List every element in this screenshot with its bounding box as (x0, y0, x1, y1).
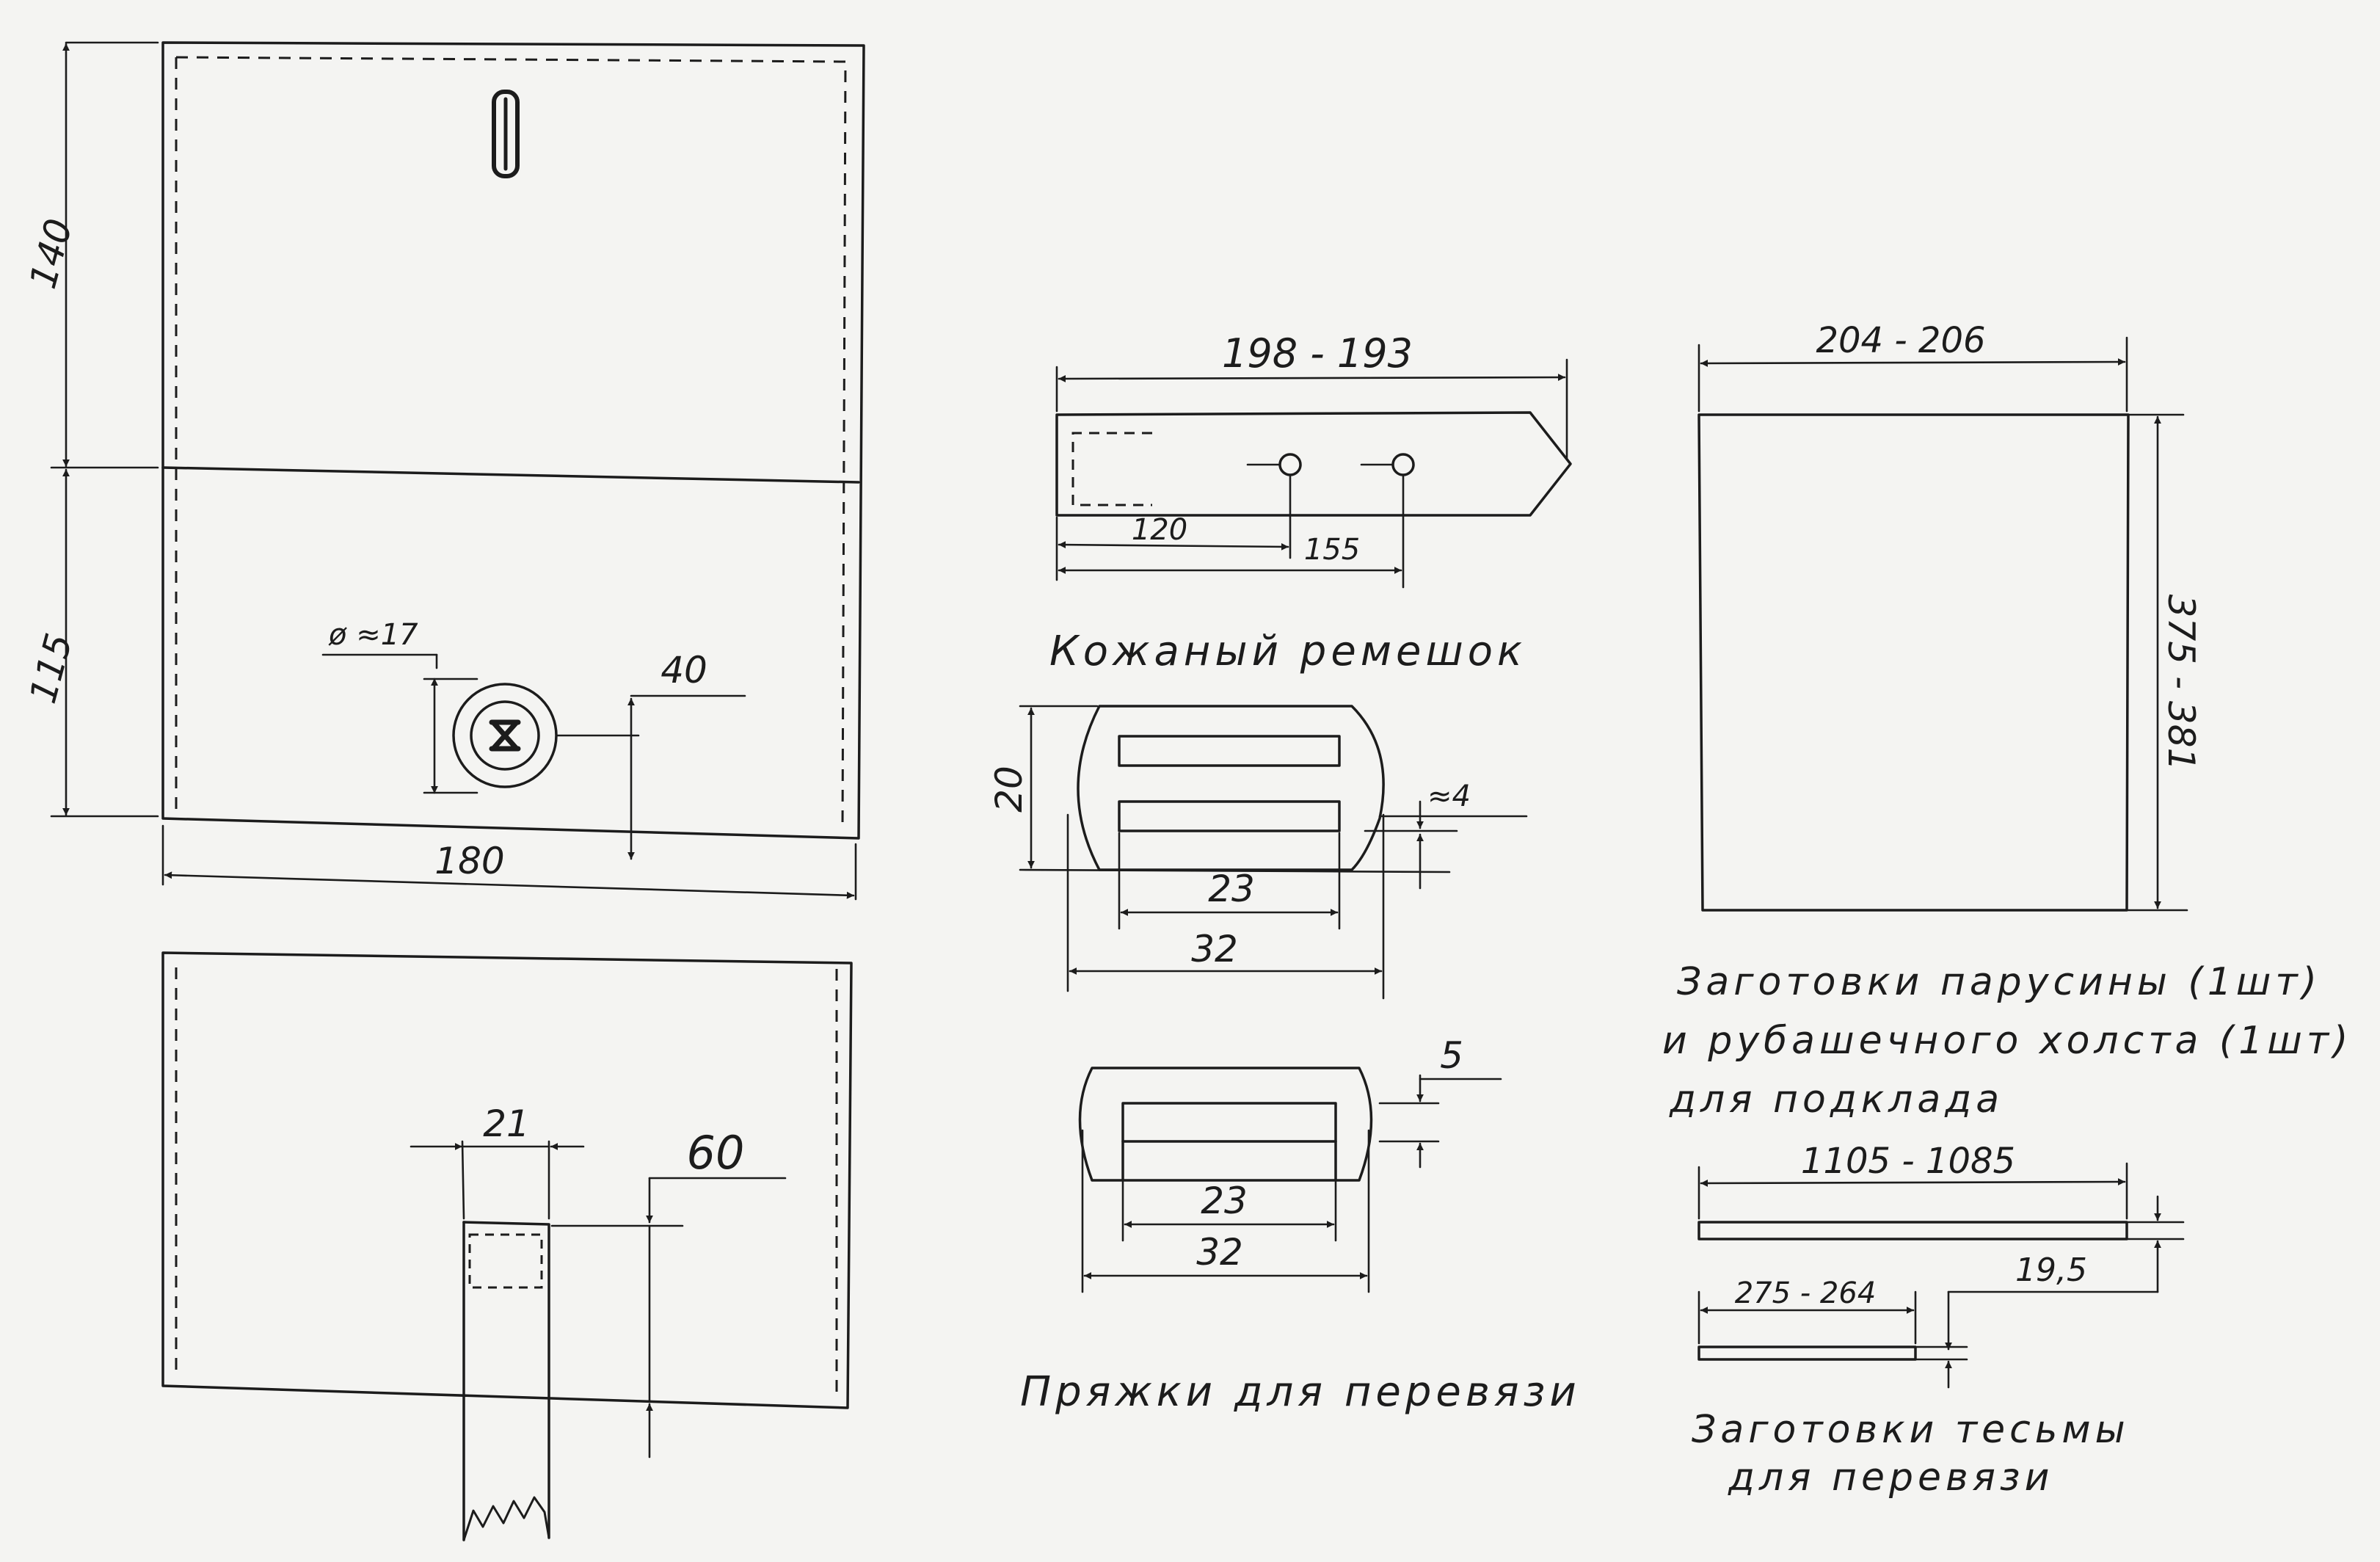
dim-lining-width: 204 - 206 (1816, 320, 1985, 361)
dim-button-offset: 40 (660, 649, 707, 691)
dim-buckle2-inner: 23 (1201, 1180, 1248, 1222)
dim-buckle-inner: 23 (1208, 868, 1255, 910)
dim-height-lower: 115 (21, 629, 81, 708)
lining-caption-line1: Заготовки парусины (1шт) (1677, 960, 2321, 1004)
dim-tape-long: 1105 - 1085 (1801, 1141, 2015, 1182)
leather-strap-caption: Кожаный ремешок (1049, 628, 1526, 675)
tape-blanks: 1105 - 1085 19,5 275 - 264 Заготовки тес… (1692, 1141, 2185, 1500)
dim-buckle-slot: ≈4 (1427, 780, 1471, 813)
lining-blank: 204 - 206 375 - 381 Заготовки парусины (… (1662, 320, 2352, 1122)
tape-caption-line2: для перевязи (1728, 1456, 2053, 1500)
dim-height-upper: 140 (21, 214, 81, 293)
lining-caption-line2: и рубашечного холста (1шт) (1662, 1019, 2352, 1063)
dim-buckle2-bar: 5 (1440, 1034, 1463, 1077)
dim-strap-length: 198 - 193 (1222, 330, 1413, 377)
dim-strap-offset: 60 (687, 1126, 745, 1180)
dim-lining-height: 375 - 381 (2160, 595, 2202, 771)
tape-caption-line1: Заготовки тесьмы (1692, 1408, 2130, 1452)
dim-buckle-height: 20 (988, 766, 1030, 813)
buckle-2: 5 23 32 Пряжки для перевязи (1020, 1034, 1581, 1416)
dim-button-diameter: ø ≈17 (328, 618, 418, 652)
lining-caption-line3: для подклада (1669, 1078, 2004, 1122)
bag-back-pattern: 21 60 (161, 951, 853, 1541)
dim-strap-width: 21 (483, 1103, 530, 1145)
dim-buckle2-outer: 32 (1196, 1231, 1243, 1274)
dim-buckle-outer: 32 (1191, 928, 1238, 970)
dim-tape-width: 19,5 (2015, 1252, 2087, 1289)
dim-tape-short: 275 - 264 (1735, 1276, 1877, 1310)
leather-strap: 198 - 193 120 155 Кожаный ремешок (1049, 330, 1572, 675)
dim-width: 180 (434, 840, 504, 882)
buckles-caption: Пряжки для перевязи (1020, 1368, 1581, 1416)
buckle-1: 20 23 32 ≈4 (988, 705, 1528, 1000)
bag-front-pattern: 140 115 180 ø ≈17 40 (21, 41, 865, 901)
dim-hole-1: 120 (1132, 513, 1187, 547)
dim-hole-2: 155 (1304, 533, 1360, 567)
button-icon (452, 683, 558, 788)
buttonhole-icon (492, 90, 520, 178)
